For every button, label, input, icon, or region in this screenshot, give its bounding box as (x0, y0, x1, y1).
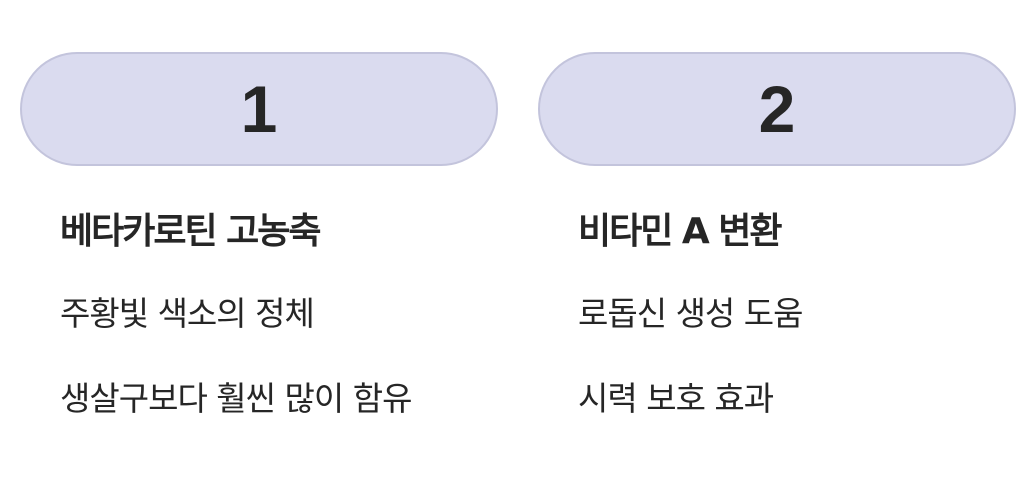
card-line: 주황빛 색소의 정체 (60, 294, 315, 333)
card-title: 비타민 A 변환 (578, 211, 783, 252)
card-number: 1 (240, 72, 278, 146)
number-pill: 1 (20, 52, 498, 166)
card-line: 로돕신 생성 도움 (578, 294, 803, 333)
card-line: 생살구보다 훨씬 많이 함유 (60, 379, 412, 418)
number-pill: 2 (538, 52, 1016, 166)
card-1: 1 베타카로틴 고농축 주황빛 색소의 정체 생살구보다 훨씬 많이 함유 (20, 52, 498, 418)
card-number: 2 (758, 72, 796, 146)
card-2: 2 비타민 A 변환 로돕신 생성 도움 시력 보호 효과 (538, 52, 1016, 418)
card-title: 베타카로틴 고농축 (60, 211, 321, 252)
card-line: 시력 보호 효과 (578, 379, 774, 418)
